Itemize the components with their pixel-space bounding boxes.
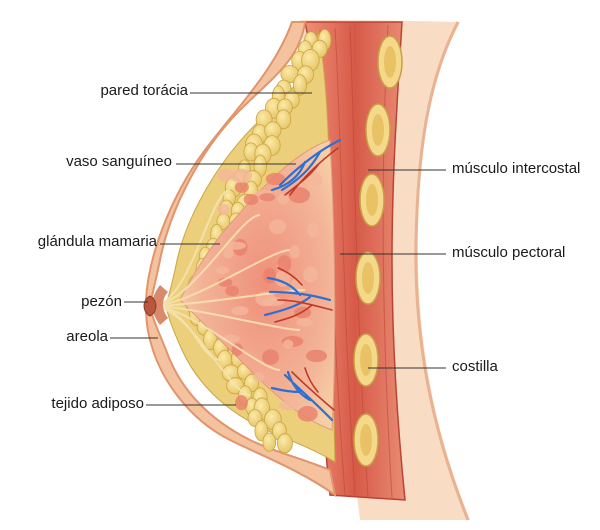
gland-lobule [296, 318, 313, 327]
gland-lobule [277, 255, 292, 273]
label-glandula-mamaria: glándula mamaria [37, 233, 157, 250]
gland-lobule [262, 349, 280, 365]
gland-lobule [259, 193, 276, 202]
rib [377, 35, 403, 89]
gland-lobule [224, 241, 247, 250]
label-areola: areola [66, 328, 108, 345]
rib [353, 413, 379, 467]
nipple-shape [143, 295, 157, 317]
label-pared-toracica: pared torácia [100, 82, 188, 99]
areola-shape [152, 285, 168, 325]
gland-lobule [303, 266, 318, 283]
gland-lobule [218, 203, 230, 216]
label-vaso-sanguineo: vaso sanguíneo [66, 153, 172, 170]
gland-lobule [234, 181, 249, 193]
rib [353, 333, 379, 387]
label-pezon: pezón [81, 293, 122, 310]
label-tejido-adiposo: tejido adiposo [51, 395, 144, 412]
duct [151, 214, 261, 307]
gland-lobule [269, 219, 287, 234]
gland-lobule [277, 193, 289, 205]
duct [151, 305, 251, 396]
duct [151, 249, 291, 307]
gland-lobule [283, 339, 294, 349]
breast-skin [144, 21, 337, 498]
rib [359, 173, 385, 227]
gland-lobule [230, 168, 253, 183]
fat-lobule [275, 109, 292, 130]
gland-lobule [215, 266, 229, 275]
gland-lobule [263, 267, 276, 284]
gland-lobule [307, 222, 320, 238]
gland-lobule [235, 395, 248, 411]
gland-lobule [278, 400, 299, 411]
gland-lobule [265, 172, 286, 186]
fat-lobule [276, 433, 293, 454]
gland-lobule [297, 406, 318, 422]
fat-lobule [262, 432, 277, 452]
gland-lobule [306, 349, 327, 363]
duct [151, 305, 301, 331]
gland-lobule [253, 372, 265, 382]
label-musculo-pectoral: músculo pectoral [452, 244, 566, 261]
gland-lobule [289, 245, 300, 259]
mammary-gland [179, 139, 336, 431]
skin-edge [414, 21, 470, 521]
rib [355, 251, 381, 305]
label-musculo-intercostal: músculo intercostal [452, 160, 581, 177]
gland-lobule [225, 285, 240, 297]
rib [365, 103, 391, 157]
gland-lobule [217, 168, 234, 182]
gland-lobule [223, 247, 234, 259]
leader-lines [110, 92, 446, 406]
duct [151, 189, 231, 307]
ribs [353, 35, 403, 467]
fat-lobule [293, 74, 307, 96]
label-costilla: costilla [452, 358, 498, 375]
gland-lobule [231, 306, 249, 316]
gland-lobule [243, 193, 259, 206]
blood-vessels [263, 138, 342, 422]
gland-lobule [308, 172, 323, 187]
